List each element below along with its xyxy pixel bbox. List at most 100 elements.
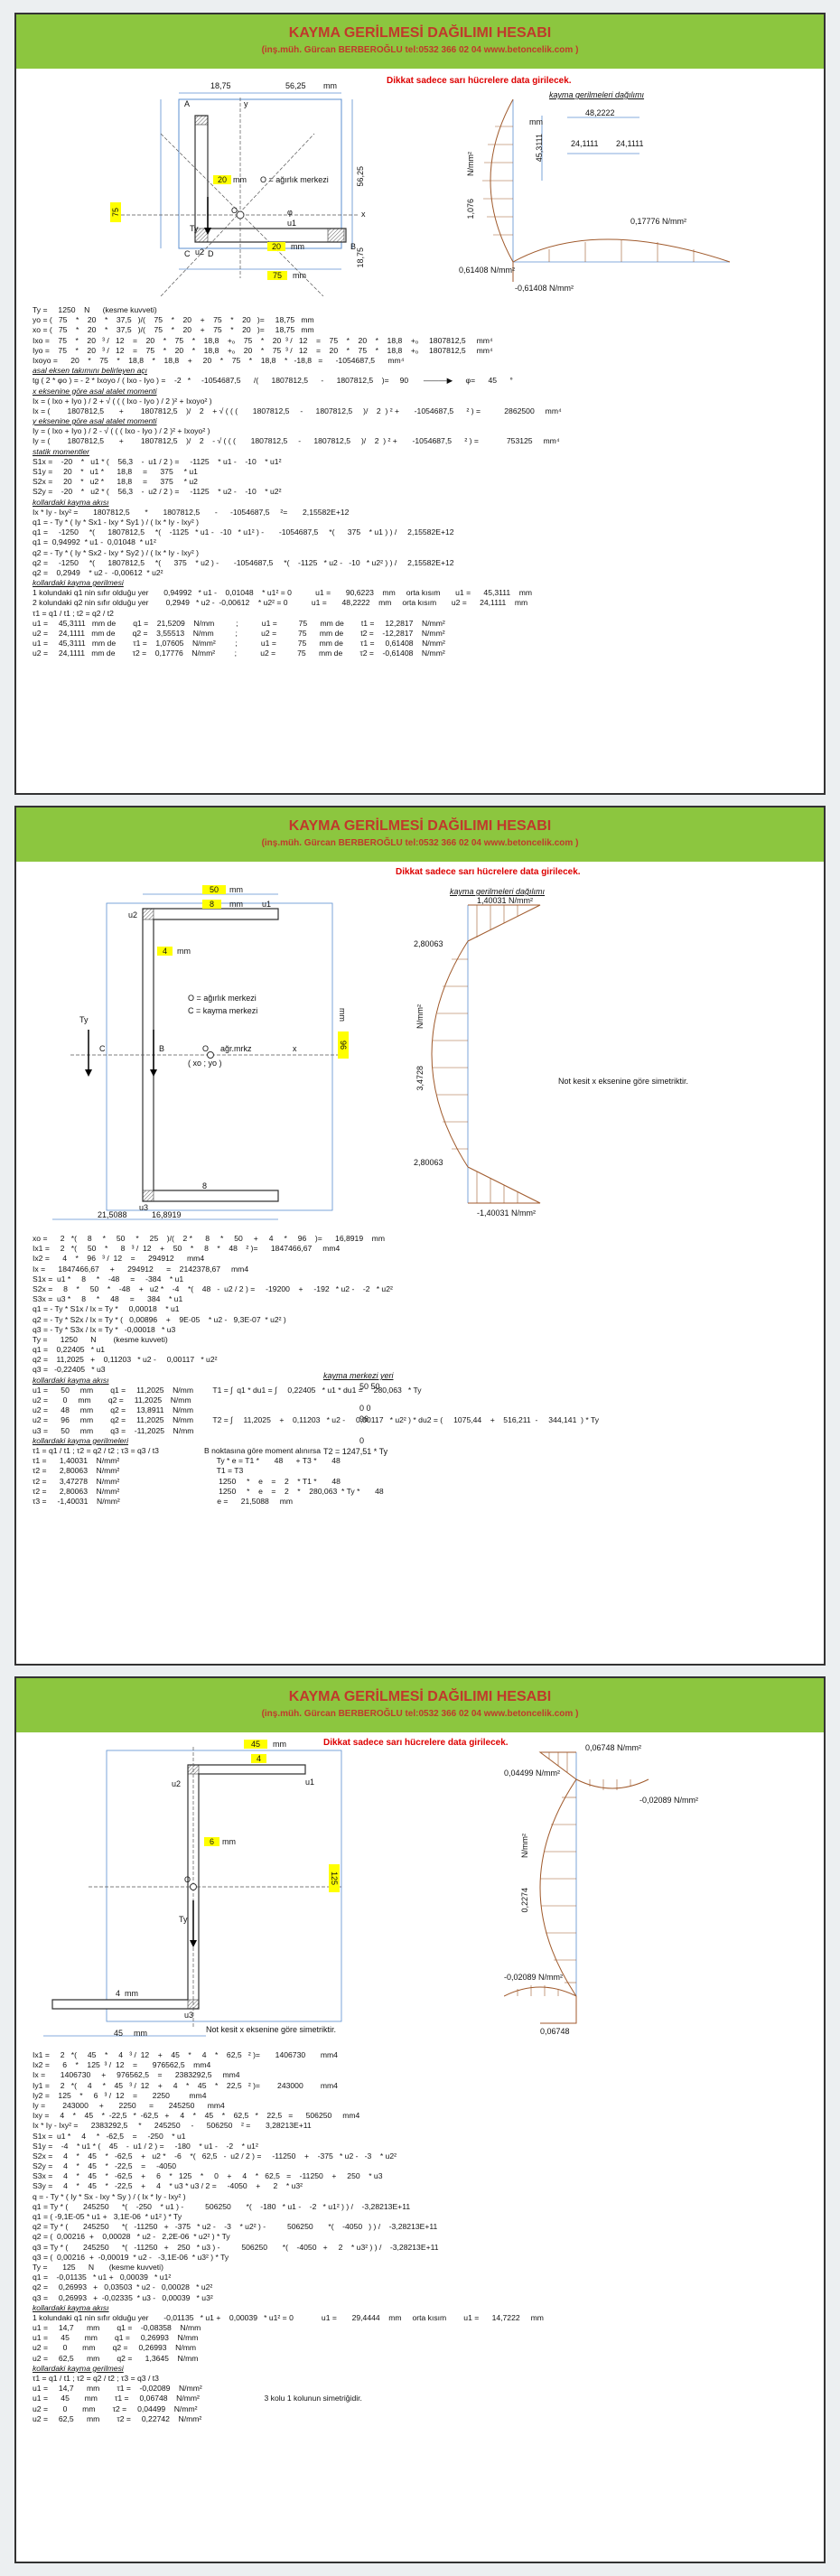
sheet-1-title: KAYMA GERİLMESİ DAĞILIMI HESABI (288, 25, 552, 41)
label-u2: u2 (172, 1779, 182, 1788)
sheet-2-banner: KAYMA GERİLMESİ DAĞILIMI HESABI (inş.müh… (16, 807, 824, 862)
centroid-legend: O = ağırlık merkezi (188, 994, 257, 1003)
stress-v4: 2,80063 (414, 1158, 443, 1167)
calc-line: u2 = 24,1111 mm de q2 = 3,55513 N/mm ; u… (33, 629, 445, 638)
web-thickness-unit: mm (222, 1837, 236, 1846)
sheet-2: KAYMA GERİLMESİ DAĞILIMI HESABI (inş.müh… (14, 806, 826, 1666)
calc-line: q1 = -0,01135 * u1 + 0,00039 * u1² (33, 2273, 172, 2282)
sheet-3-stress-diagram: 0,06748 N/mm² 0,04499 N/mm² -0,02089 N/m… (504, 1743, 793, 2041)
label-u1: u1 (305, 1778, 315, 1787)
calc-line: τ3 = -1,40031 N/mm² e = 21,5088 mm (33, 1496, 294, 1506)
calc-line: τ1 = q1 / t1 ; τ2 = q2 / t2 ; τ3 = q3 / … (33, 1445, 322, 1455)
web-thickness-input[interactable]: 20 (267, 242, 286, 251)
flange-width-unit: mm (229, 885, 243, 894)
stress-unit: N/mm² (466, 152, 475, 176)
shear-center-legend: C = kayma merkezi (188, 1006, 258, 1015)
stress-v1: 48,2222 (585, 108, 615, 117)
dim-top-left: 18,75 (210, 81, 231, 90)
calc-line: 1 kolundaki q1 nin sıfır olduğu yer -0,0… (33, 2312, 544, 2322)
calc-line: q2 = 0,26993 + 0,03503 * u2 - 0,00028 * … (33, 2282, 213, 2292)
section-heading: asal eksen takımını belirleyen açı (33, 366, 148, 376)
flange-width-input[interactable]: 45 (244, 1740, 268, 1749)
sheet-2-title: KAYMA GERİLMESİ DAĞILIMI HESABI (288, 818, 552, 834)
calc-line: q3 = -0,22405 * u3 (33, 1365, 106, 1375)
calc-line: u1 = 45 mm τ1 = 0,06748 N/mm² 3 kolu 1 k… (33, 2394, 362, 2403)
web-thickness-input[interactable]: 6 (204, 1837, 220, 1846)
label-u2: u2 (195, 247, 205, 257)
calc-line: q3 = 0,26993 + -0,02335 * u3 - 0,00039 *… (33, 2292, 213, 2302)
calc-line: u1 = 14,7 mm q1 = -0,08358 N/mm (33, 2323, 201, 2333)
calc-line: S1x = u1 * 8 * -48 = -384 * u1 (33, 1274, 184, 1283)
dim-top-unit: mm (323, 81, 337, 90)
section-heading: kollardaki kayma akısı (33, 1375, 109, 1385)
sheet-3-subtitle: (inş.müh. Gürcan BERBEROĞLU tel:0532 366… (261, 1709, 579, 1719)
calc-line: Iy2 = 125 * 6 ³ / 12 = 2250 mm4 (33, 2090, 207, 2100)
calc-line: S3x = 4 * 45 * -62,5 + 6 * 125 * 0 + 4 *… (33, 2171, 383, 2181)
point-c: C (184, 249, 191, 258)
section-heading: kollardaki kayma gerilmesi (33, 578, 124, 588)
calc-line: τ2 = 2,80063 N/mm² 1250 * e = 2 * 280,06… (33, 1486, 384, 1496)
calc-line: u2 = 24,1111 mm de τ2 = 0,17776 N/mm² ; … (33, 649, 445, 658)
calc-line: q2 = - Ty * ( Iy * Sx2 - Ixy * Sy2 ) / (… (33, 547, 199, 557)
calc-line: u1 = 45 mm q1 = 0,26993 N/mm (33, 2333, 199, 2343)
calc-line: Ix1 = 2 *( 45 * 4 ³ / 12 + 45 * 4 * 62,5… (33, 2050, 338, 2059)
stress-v8: 1,076 (466, 199, 475, 219)
integral-limits-3: 96 (359, 1414, 369, 1423)
width-input[interactable]: 75 (267, 271, 288, 280)
height-input[interactable]: 75 (110, 202, 121, 223)
stress-v4: 0,2274 (520, 1888, 529, 1913)
height-input[interactable]: 125 (329, 1864, 340, 1893)
stress-v2: 0,04499 N/mm² (504, 1769, 561, 1778)
flange-thickness-input[interactable]: 8 (202, 900, 222, 909)
calc-line: u2 = 62,5 mm q2 = 1,3645 N/mm (33, 2353, 199, 2363)
calc-line: Ix * Iy - Ixy² = 2383292,5 * 245250 - 50… (33, 2121, 312, 2131)
web-thickness-input[interactable]: 4 (157, 947, 173, 956)
web-thickness-unit: mm (177, 947, 191, 956)
height-unit: mm (338, 1008, 347, 1022)
calc-line: q3 = Ty * ( 245250 *( -11250 + 250 * u3 … (33, 2242, 439, 2252)
section-heading: kollardaki kayma akısı (33, 2302, 109, 2312)
calc-line: Ix = 1406730 + 976562,5 = 2383292,5 mm4 (33, 2070, 240, 2080)
calc-line: q1 = - Ty * ( Iy * Sx1 - Ixy * Sy1 ) / (… (33, 517, 199, 527)
calc-line: 2 kolundaki q2 nin sıfır olduğu yer 0,29… (33, 598, 528, 608)
calc-line: u2 = 48 mm q2 = 13,8911 N/mm (33, 1405, 193, 1415)
calc-line: S1y = 20 * u1 * 18,8 = 375 * u1 (33, 467, 198, 476)
stress-v5: -0,02089 N/mm² (504, 1973, 564, 1982)
calc-line: τ2 = 2,80063 N/mm² T1 = T3 (33, 1466, 244, 1476)
flange-thickness-input[interactable]: 4 (251, 1754, 267, 1763)
calc-line: Ty = 125 N (kesme kuvveti) (33, 2262, 163, 2272)
flange-thickness-unit: mm (229, 900, 243, 909)
web-thickness-unit: mm (291, 242, 304, 251)
calc-line: q2 = - Ty * S2x / Ix = Ty * ( 0,00896 + … (33, 1314, 286, 1324)
flange-thickness-input[interactable]: 20 (213, 175, 232, 184)
bottom-flange-unit: mm (125, 1989, 138, 1998)
calc-line: Iy = ( 1807812,5 + 1807812,5 )/ 2 - √ ( … (33, 436, 560, 446)
section-heading: kollardaki kayma gerilmeleri (33, 1435, 129, 1445)
calc-line: q1 = -1250 *( 1807812,5 *( -1125 * u1 - … (33, 527, 454, 537)
dim-right-2: 18,75 (356, 247, 365, 268)
sheet-1-stress-diagram: kayma gerilmeleri dağılımı 48,2222 45,31… (459, 90, 784, 298)
flange-width-unit: mm (273, 1740, 286, 1749)
calc-line: S2x = 8 * 50 * -48 + u2 * -4 *( 48 - u2 … (33, 1283, 393, 1293)
stress-v5: 0,17776 N/mm² (630, 217, 687, 226)
stress-v5: -1,40031 N/mm² (477, 1209, 537, 1218)
sheet-3-title: KAYMA GERİLMESİ DAĞILIMI HESABI (288, 1689, 552, 1704)
flange-width-input[interactable]: 50 (202, 885, 227, 894)
stress-title: kayma gerilmeleri dağılımı (450, 887, 546, 896)
label-ty: Ty (79, 1015, 89, 1024)
point-b: B (350, 242, 357, 251)
calc-line: S3x = u3 * 8 * 48 = 384 * u1 (33, 1294, 183, 1304)
calc-line: S1x = u1 * 4 * -62,5 = -250 * u1 (33, 2131, 186, 2141)
height-input[interactable]: 96 (338, 1031, 349, 1059)
integral-limits-2: 0 0 (359, 1404, 371, 1413)
point-d: D (208, 249, 214, 258)
calc-line: q1 = 0,94992 * u1 - 0,01048 * u1² (33, 537, 156, 547)
bottom-flange-thickness: 4 (116, 1989, 121, 1998)
sheet-2-section-figure: 50 mm 8 mm u1 u2 u3 4 mm O = ağırlık mer… (52, 885, 359, 1228)
calc-line: τ2 = 3,47278 N/mm² 1250 * e = 2 * T1 * 4… (33, 1476, 341, 1486)
sheet-1-subtitle: (inş.müh. Gürcan BERBEROĞLU tel:0532 366… (261, 45, 579, 55)
calc-line: Ix2 = 4 * 96 ³ / 12 = 294912 mm4 (33, 1254, 205, 1264)
stress-v1: 1,40031 N/mm² (477, 896, 534, 905)
sheet-3-note: Dikkat sadece sarı hücrelere data girile… (323, 1738, 509, 1748)
point-b: B (159, 1044, 165, 1053)
